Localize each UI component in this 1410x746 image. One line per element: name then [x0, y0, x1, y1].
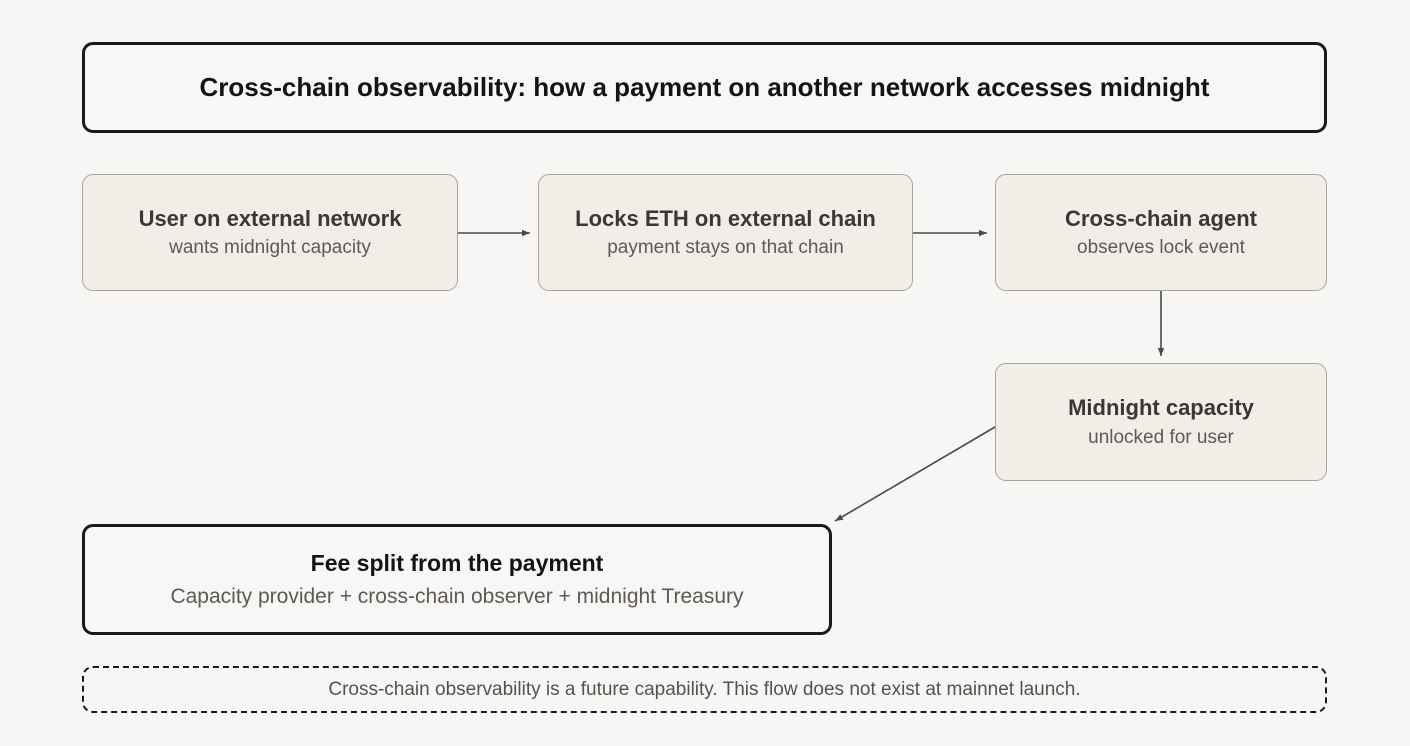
node-title: Fee split from the payment	[310, 550, 604, 577]
node-user-on-external-network: User on external network wants midnight …	[82, 174, 458, 291]
diagram-title-text: Cross-chain observability: how a payment…	[199, 71, 1210, 102]
node-title: Midnight capacity	[1068, 395, 1254, 421]
diagram-title-banner: Cross-chain observability: how a payment…	[82, 42, 1327, 133]
node-subtitle: unlocked for user	[1088, 426, 1234, 448]
node-midnight-capacity: Midnight capacity unlocked for user	[995, 363, 1327, 481]
node-locks-eth-on-external-chain: Locks ETH on external chain payment stay…	[538, 174, 913, 291]
node-subtitle: Capacity provider + cross-chain observer…	[170, 584, 744, 608]
node-title: Locks ETH on external chain	[575, 205, 876, 231]
node-subtitle: wants midnight capacity	[169, 237, 371, 259]
node-subtitle: observes lock event	[1077, 237, 1245, 259]
footer-disclaimer: Cross-chain observability is a future ca…	[82, 666, 1327, 713]
node-fee-split: Fee split from the payment Capacity prov…	[82, 524, 832, 635]
node-subtitle: payment stays on that chain	[607, 237, 844, 259]
node-cross-chain-agent: Cross-chain agent observes lock event	[995, 174, 1327, 291]
connector-capacity-to-fee	[834, 426, 996, 522]
node-title: User on external network	[138, 205, 402, 231]
node-title: Cross-chain agent	[1065, 205, 1257, 231]
footer-disclaimer-text: Cross-chain observability is a future ca…	[328, 678, 1081, 700]
